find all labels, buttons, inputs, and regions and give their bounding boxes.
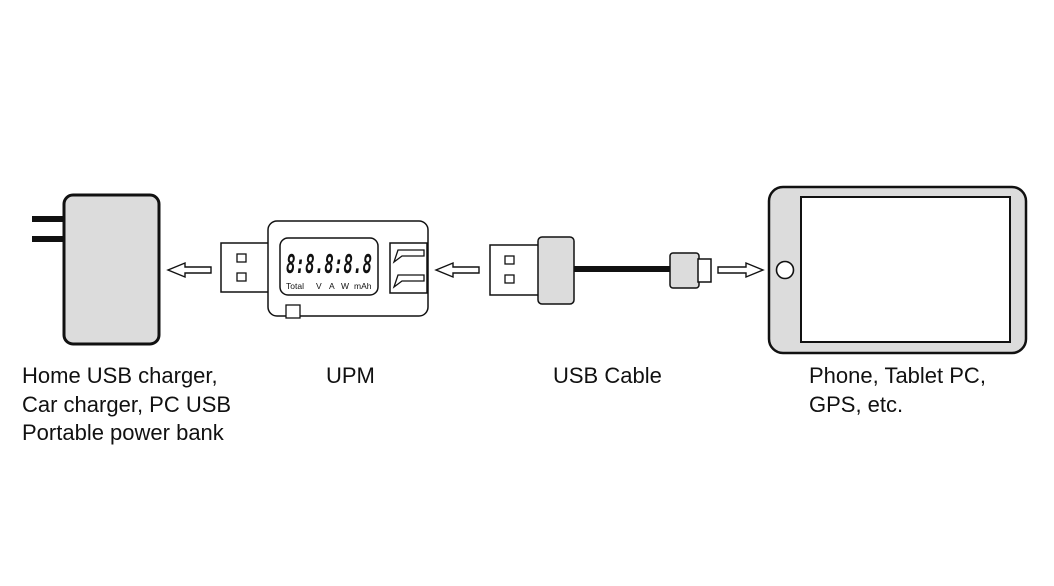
caption-line: Phone, Tablet PC, bbox=[809, 363, 986, 388]
caption-line: GPS, etc. bbox=[809, 391, 904, 417]
tablet-device bbox=[767, 185, 1028, 355]
wall-charger bbox=[32, 193, 161, 346]
upm-port-tab-bottom bbox=[392, 274, 425, 289]
upm-button bbox=[285, 304, 301, 319]
caption-line: USB Cable bbox=[553, 363, 662, 388]
cable-plug-contact-top bbox=[504, 255, 515, 265]
cable-plug-contact-bottom bbox=[504, 274, 515, 284]
caption-line: Portable power bank bbox=[22, 420, 224, 445]
cable-connector-housing bbox=[537, 236, 575, 305]
caption-usb-cable: USB Cable bbox=[553, 362, 662, 391]
charger-prong-top bbox=[32, 216, 66, 222]
cable-wire bbox=[574, 266, 670, 272]
upm-unit-total: Total bbox=[286, 281, 304, 291]
caption-device: Phone, Tablet PC, GPS, etc. bbox=[809, 362, 986, 419]
charger-body bbox=[62, 193, 161, 346]
cable-device-tip bbox=[697, 258, 712, 283]
tablet-screen bbox=[800, 196, 1011, 343]
usb-cable bbox=[489, 236, 712, 305]
caption-line: Home USB charger, bbox=[22, 363, 218, 388]
upm-meter: 8:8.8:8.8 Total V A W mAh bbox=[220, 220, 429, 319]
arrow-left-icon bbox=[434, 261, 480, 279]
caption-upm: UPM bbox=[326, 362, 375, 391]
upm-lcd-screen bbox=[279, 237, 379, 296]
upm-usb-plug bbox=[220, 242, 270, 293]
upm-unit-mah: mAh bbox=[354, 281, 372, 291]
upm-unit-watts: W bbox=[341, 281, 349, 291]
charger-prong-bottom bbox=[32, 236, 66, 242]
caption-charger: Home USB charger, Car charger, PC USB Po… bbox=[22, 362, 231, 448]
upm-unit-volts: V bbox=[316, 281, 322, 291]
cable-device-connector bbox=[669, 252, 700, 289]
upm-plug-contact-bottom bbox=[236, 272, 247, 282]
upm-port-tab-top bbox=[392, 249, 425, 264]
arrow-left-icon bbox=[166, 261, 212, 279]
caption-line: Car charger, PC USB bbox=[22, 391, 232, 417]
upm-plug-contact-top bbox=[236, 253, 247, 263]
arrow-right-icon bbox=[717, 261, 765, 279]
tablet-home-button bbox=[775, 260, 795, 280]
upm-lcd-digits: 8:8.8:8.8 bbox=[286, 250, 372, 280]
cable-usb-a-plug bbox=[489, 244, 541, 296]
caption-line: UPM bbox=[326, 363, 375, 388]
upm-unit-amps: A bbox=[329, 281, 335, 291]
